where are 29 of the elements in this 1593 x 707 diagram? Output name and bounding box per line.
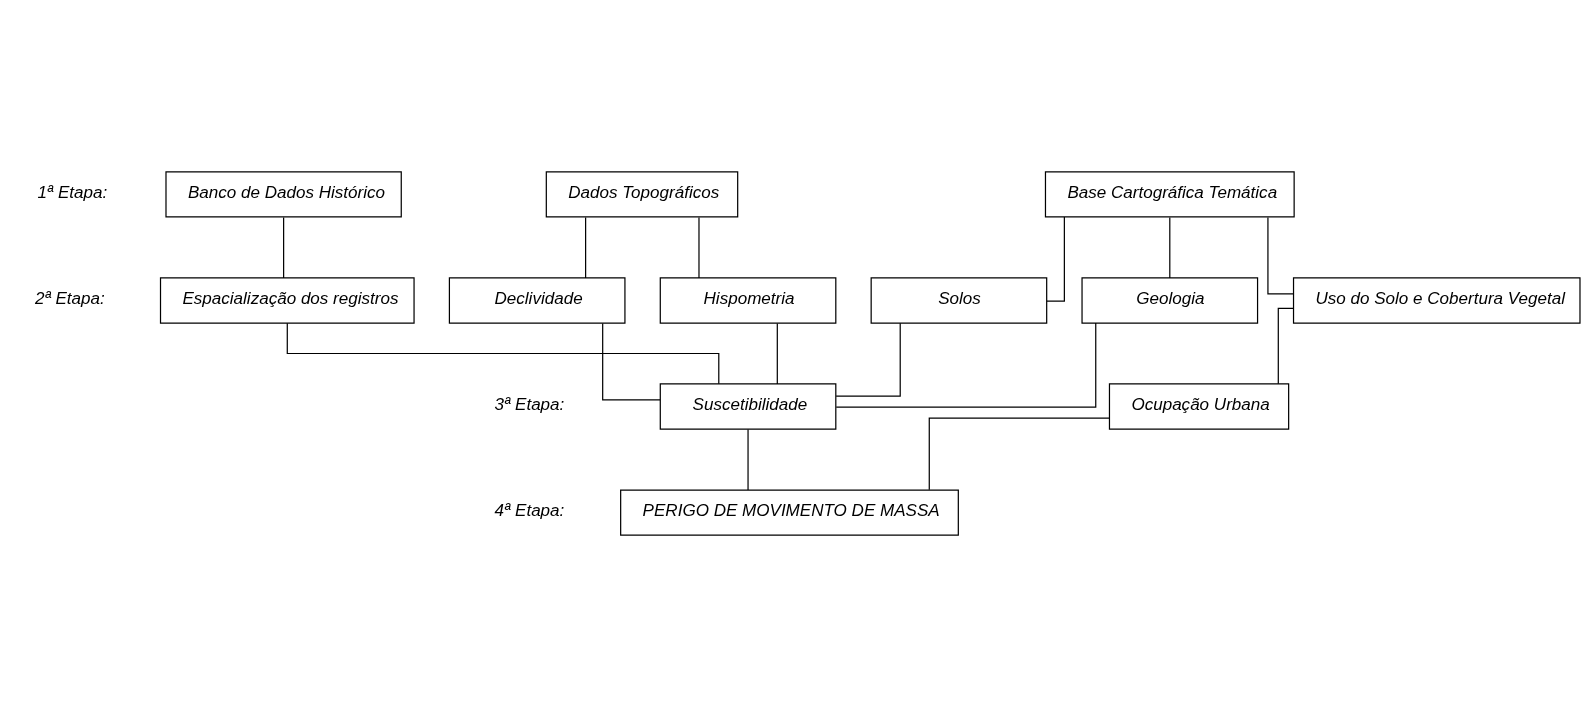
- connector: [747, 428, 749, 491]
- connector: [1169, 216, 1171, 279]
- connector: [776, 322, 778, 385]
- connector: [698, 216, 700, 279]
- label: 1ª Etapa:: [37, 182, 108, 202]
- connector: [928, 417, 1110, 491]
- node-box: Suscetibilidade: [659, 383, 837, 430]
- node-box: Solos: [870, 277, 1048, 324]
- node-box: Ocupação Urbana: [1108, 383, 1290, 430]
- connector: [283, 216, 285, 279]
- connector: [1267, 216, 1294, 295]
- connector: [286, 322, 720, 385]
- connector: [835, 322, 1097, 408]
- connector: [1277, 307, 1295, 385]
- node-box: Espacialização dos registros: [159, 277, 415, 324]
- label: 3ª Etapa:: [494, 394, 565, 414]
- node-box: Geologia: [1081, 277, 1259, 324]
- node-box: Dados Topográficos: [545, 171, 739, 218]
- node-box: Declividade: [448, 277, 626, 324]
- node-box: Base Cartográfica Temática: [1044, 171, 1295, 218]
- label: 4ª Etapa:: [494, 500, 565, 520]
- connector: [602, 322, 661, 401]
- node-box: PERIGO DE MOVIMENTO DE MASSA: [620, 489, 959, 536]
- connector: [585, 216, 587, 279]
- connector: [835, 322, 901, 397]
- label: 2ª Etapa:: [34, 288, 105, 308]
- node-box: Hispometria: [659, 277, 837, 324]
- node-box: Banco de Dados Histórico: [165, 171, 402, 218]
- node-box: Uso do Solo e Cobertura Vegetal: [1292, 277, 1581, 324]
